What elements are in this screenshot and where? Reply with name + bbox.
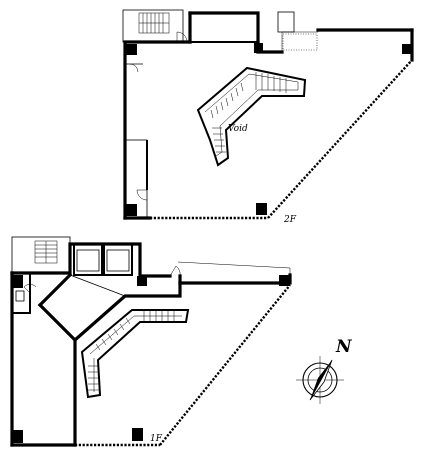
column-2f-sw	[126, 204, 137, 216]
door-swing-1f-wc	[23, 284, 37, 294]
compass-north-arrow-icon	[296, 356, 344, 404]
void-stair-2f	[196, 66, 307, 167]
balcony-hatch-2f	[282, 33, 318, 51]
stair-enclosure-2f	[122, 9, 184, 43]
column-1f-core	[137, 276, 147, 286]
elevator-car-1f-b	[106, 249, 130, 272]
column-2f-core	[254, 43, 263, 53]
wc-fixture-1f	[15, 290, 25, 302]
column-1f-ne	[279, 275, 290, 286]
stair-treads-1f	[35, 241, 57, 263]
door-swing-2f-wc	[129, 63, 139, 73]
stair-enclosure-1f	[11, 236, 71, 274]
diagonal-glazing-1f	[159, 284, 291, 446]
corridor-wall-1f-east	[72, 281, 182, 343]
door-swing-1f-entrance	[169, 265, 181, 277]
corridor-wall-1f-north	[37, 272, 73, 308]
column-2f-s	[256, 203, 267, 215]
elevator-shaft-1f-b	[103, 243, 133, 276]
corridor-wall-1f-west	[37, 302, 77, 447]
column-2f-ne	[402, 44, 411, 54]
diagonal-glazing-2f	[267, 59, 413, 219]
grand-stair-1f	[80, 309, 190, 399]
corridor-partition-1f	[69, 274, 126, 297]
first-floor-plan: 1F	[10, 236, 292, 447]
west-wall-2f	[123, 40, 192, 220]
column-2f-nw	[126, 44, 137, 55]
balcony-edge-2f	[281, 30, 319, 52]
floor-label-1f: 1F	[150, 434, 163, 444]
shaft-2f	[277, 11, 295, 33]
column-1f-s	[132, 428, 143, 441]
eave-line-1f	[177, 261, 291, 276]
column-1f-nw	[12, 275, 23, 288]
door-swing-2f-west	[136, 189, 148, 201]
floor-label-2f: 2F	[283, 215, 297, 225]
east-wall-1f	[178, 273, 292, 285]
core-box-2f	[188, 11, 260, 44]
elevator-shaft-1f-a	[73, 243, 103, 276]
column-1f-sw	[12, 430, 23, 443]
elevator-car-1f-a	[76, 249, 100, 272]
void-label: Void	[228, 124, 248, 134]
second-floor-plan: Void 2F	[122, 9, 414, 225]
north-label: N	[335, 337, 353, 357]
stair-treads-2f	[139, 13, 169, 33]
door-swing-2f-stair	[176, 31, 188, 43]
